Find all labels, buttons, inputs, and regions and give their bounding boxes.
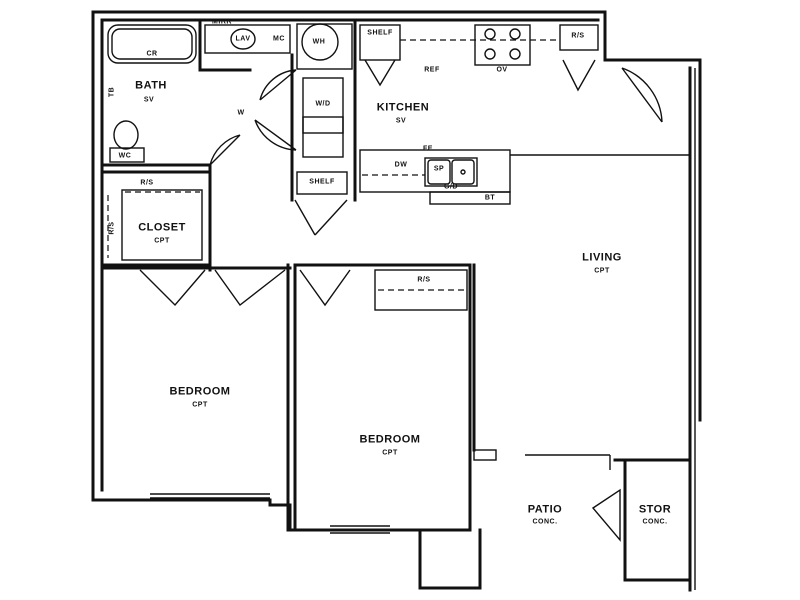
bath-label: BATH	[135, 79, 167, 92]
bedroom-2-label: BEDROOM	[359, 433, 421, 446]
rs-top-label: R/S	[571, 32, 585, 40]
shelf-top-label: SHELF	[367, 29, 393, 37]
interior-walls	[100, 18, 690, 532]
bedroom-2-floor: CPT	[382, 449, 398, 457]
water-heater-label: WH	[312, 38, 326, 46]
kitchen-floor: SV	[395, 117, 407, 125]
patio-floor: CONC.	[532, 518, 558, 526]
living-floor: CPT	[594, 267, 610, 275]
bedroom-1-label: BEDROOM	[169, 385, 231, 398]
fixtures	[107, 23, 599, 311]
lav-label: LAV	[235, 35, 251, 43]
refrigerator-label: REF	[424, 66, 440, 74]
storage-floor: CONC.	[642, 518, 668, 526]
storage-label: STOR	[638, 503, 672, 516]
closet-floor: CPT	[154, 237, 170, 245]
oven-label: OV	[496, 66, 508, 74]
medicine-cabinet-label: MC	[273, 35, 285, 43]
washer-dryer-label: W/D	[315, 100, 331, 108]
rs-bedroom-label: R/S	[417, 276, 431, 284]
bedroom-1-floor: CPT	[192, 401, 208, 409]
water-label: W	[237, 109, 245, 117]
disposal-label: G/D	[444, 183, 458, 191]
sink-label: SP	[433, 165, 445, 173]
living-label: LIVING	[582, 251, 622, 264]
tub-label: CR	[146, 50, 158, 58]
bath-floor: SV	[143, 96, 155, 104]
kitchen-label: KITCHEN	[376, 101, 430, 114]
toilet-label: WC	[118, 152, 132, 160]
rs-closet-side-label: R/S	[108, 221, 116, 235]
mirror-label: MIRR	[212, 18, 232, 26]
doors	[139, 59, 663, 542]
towel-bar-label: TB	[108, 86, 116, 98]
bar-top-label: BT	[484, 194, 496, 202]
windows	[150, 493, 390, 534]
dishwasher-label: DW	[394, 161, 408, 169]
rs-closet-top-label: R/S	[140, 179, 154, 187]
fire-extinguisher-label: FE	[423, 145, 433, 153]
closet-label: CLOSET	[138, 221, 186, 234]
patio-label: PATIO	[527, 503, 563, 516]
shelf-mid-label: SHELF	[309, 178, 335, 186]
exterior-walls	[91, 10, 702, 592]
